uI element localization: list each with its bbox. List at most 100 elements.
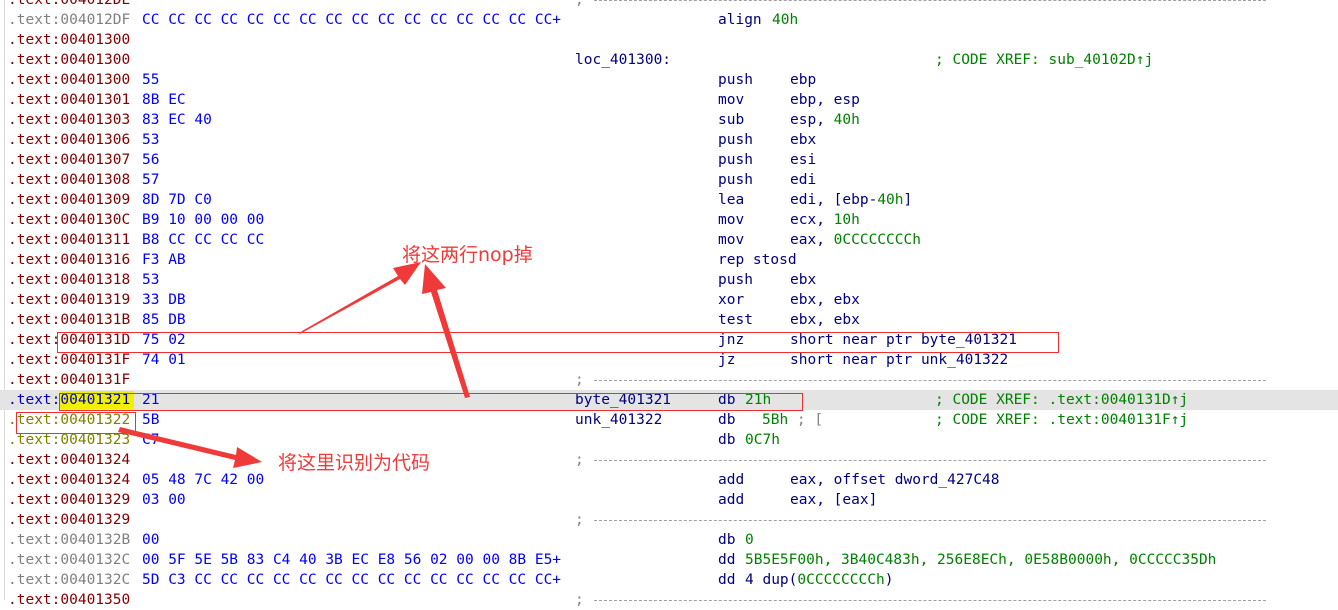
code-label: byte_401321: [575, 392, 672, 408]
mnemonic: xor: [718, 292, 745, 308]
disasm-line[interactable]: .text:00401300 loc_401300: ; CODE XREF: su…: [0, 50, 1338, 70]
operands: 40h: [772, 12, 799, 28]
mnemonic: align: [718, 12, 762, 28]
opcode-bytes: 83 EC 40: [142, 112, 212, 128]
opcode-bytes: 21: [142, 392, 160, 408]
opcode-bytes: 56: [142, 152, 160, 168]
arrow-to-nop-note-2: [422, 264, 470, 398]
line-address: .text:00401300: [8, 32, 131, 48]
line-address: .text:00401316: [8, 252, 131, 268]
operands: edi, [ebp-40h]: [790, 192, 913, 208]
operands: ebx, ebx: [790, 292, 860, 308]
cursor-address-highlight: [60, 391, 134, 409]
line-address: .text:0040131B: [8, 312, 131, 328]
operands: esi: [790, 152, 817, 168]
disasm-line[interactable]: .text:00401329;: [0, 510, 1338, 530]
operands: short near ptr unk_401322: [790, 352, 1009, 368]
mnemonic: jz: [718, 352, 736, 368]
opcode-bytes: 55: [142, 72, 160, 88]
disasm-line[interactable]: .text:0040131F;: [0, 370, 1338, 390]
line-address: .text:0040131F: [8, 352, 131, 368]
mnemonic: rep stosd: [718, 252, 797, 268]
line-address: .text:00401301: [8, 92, 131, 108]
left-gutter: [4, 0, 5, 600]
opcode-bytes: B8 CC CC CC CC: [142, 232, 265, 248]
xref-comment: ; CODE XREF: sub_40102D↑j: [935, 52, 1154, 68]
operands: 21h: [745, 392, 772, 408]
opcode-bytes: 00 5F 5E 5B 83 C4 40 3B EC E8 56 02 00 0…: [142, 552, 562, 568]
line-address: .text:0040132C: [8, 572, 131, 588]
operands: ecx, 10h: [790, 212, 860, 228]
opcode-bytes: 5B: [142, 412, 160, 428]
operands: 0C7h: [745, 432, 780, 448]
line-address: .text:00401329: [8, 492, 131, 508]
mnemonic: db: [718, 392, 736, 408]
opcode-bytes: CC CC CC CC CC CC CC CC CC CC CC CC CC C…: [142, 12, 562, 28]
disasm-line[interactable]: .text:004012DE;: [0, 0, 1338, 10]
line-address: .text:00401303: [8, 112, 131, 128]
opcode-bytes: 53: [142, 132, 160, 148]
operands: 0: [745, 532, 754, 548]
xref-comment: ; CODE XREF: .text:0040131D↑j: [935, 392, 1189, 408]
opcode-bytes: 74 01: [142, 352, 186, 368]
opcode-bytes: 00: [142, 532, 160, 548]
arrow-to-code-note: [118, 427, 262, 468]
code-label: loc_401300:: [575, 52, 672, 68]
operands: ebp, esp: [790, 92, 860, 108]
line-address: .text:00401324: [8, 452, 131, 468]
highlight-box-byte-401321: [59, 393, 803, 411]
line-address: .text:00401319: [8, 292, 131, 308]
line-address: .text:00401308: [8, 172, 131, 188]
opcode-bytes: 53: [142, 272, 160, 288]
disasm-line[interactable]: .text:00401324;: [0, 450, 1338, 470]
line-address: .text:0040131F: [8, 372, 131, 388]
separator-line: [594, 380, 1266, 381]
opcode-bytes: B9 10 00 00 00: [142, 212, 265, 228]
line-address: .text:00401311: [8, 232, 131, 248]
opcode-bytes: 75 02: [142, 332, 186, 348]
line-address: .text:00401329: [8, 512, 131, 528]
arrow-to-nop-note-1: [298, 262, 421, 335]
opcode-bytes: 05 48 7C 42 00: [142, 472, 265, 488]
line-address: .text:00401300: [8, 52, 131, 68]
mnemonic: db: [718, 412, 753, 428]
line-address: .text:00401321: [8, 392, 131, 408]
operands: esp, 40h: [790, 112, 860, 128]
mnemonic: push: [718, 152, 753, 168]
operands: 5Bh ; [: [762, 412, 824, 428]
disasm-line[interactable]: .text:0040131F 74 01 jz short near ptr unk_…: [0, 350, 1338, 370]
line-address: .text:00401309: [8, 192, 131, 208]
opcode-bytes: 8B EC: [142, 92, 186, 108]
disasm-line[interactable]: .text:00401321 21 byte_401321 db 21h ; CODE X…: [0, 390, 1338, 410]
mnemonic: db: [718, 432, 736, 448]
operands: eax, [eax]: [790, 492, 878, 508]
mnemonic: lea: [718, 192, 745, 208]
disasm-line[interactable]: .text:00401300: [0, 30, 1338, 50]
annotation-code-note: 将这里识别为代码: [278, 452, 431, 474]
operands: ebx, ebx: [790, 312, 860, 328]
mnemonic: db: [718, 532, 736, 548]
